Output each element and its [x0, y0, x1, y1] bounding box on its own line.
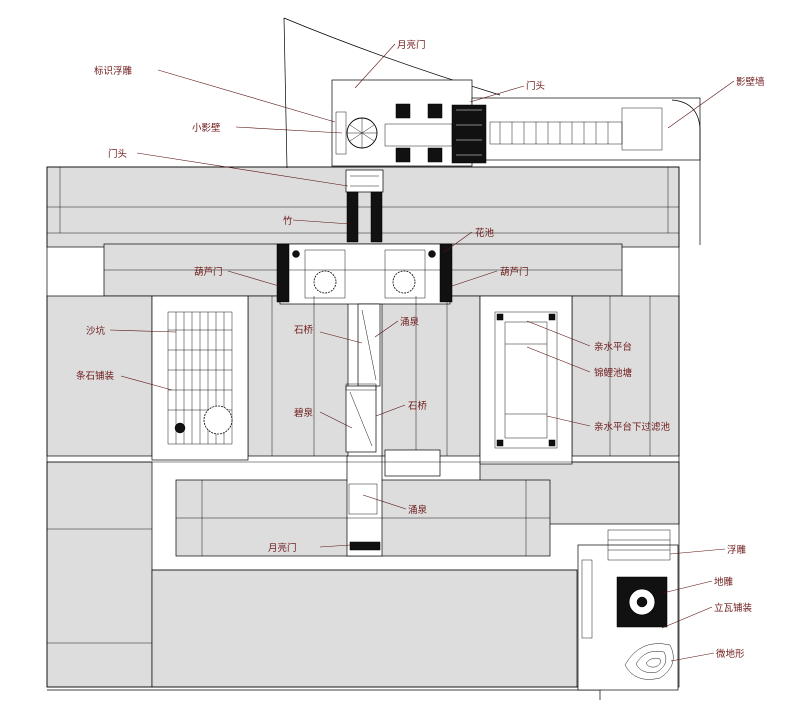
koi-pond [494, 311, 558, 449]
tree-pit [395, 103, 411, 119]
plaza-east [571, 295, 680, 457]
relief-wall [607, 529, 671, 561]
site-boundary [46, 166, 680, 688]
water-channel [345, 303, 441, 551]
label-gourd-gate-right: 葫芦门 [500, 266, 529, 278]
gourd-gate-right-block [439, 243, 453, 303]
label-sign-relief: 标识浮雕 [94, 65, 133, 77]
moon-gate-bottom-block [349, 541, 381, 551]
spring-basin [348, 483, 378, 515]
label-spring-gush-lower: 涌泉 [408, 504, 428, 516]
flower-bed-east [384, 249, 426, 299]
flower-bed-west [304, 249, 346, 299]
north-entrance [283, 17, 701, 245]
label-platform-filter-pool: 亲水平台下过滤池 [594, 421, 671, 433]
central-axis [276, 169, 453, 303]
center-court [279, 243, 451, 305]
shrub [313, 270, 337, 294]
tree-pit [395, 147, 411, 163]
leader-lines [109, 43, 735, 662]
koi-area [479, 295, 573, 465]
tree-pit [427, 103, 443, 119]
label-stone-bridge-lower: 石桥 [408, 400, 428, 412]
southeast-feature [577, 529, 679, 691]
label-screen-wall: 影壁墙 [736, 76, 765, 88]
label-waterside-platform: 亲水平台 [594, 341, 632, 353]
plaza-center-east [381, 295, 481, 457]
axis-walk [384, 123, 453, 147]
screen-wall-corridor [471, 97, 701, 161]
tree-pit [427, 147, 443, 163]
micro-terrain-contours [624, 643, 674, 680]
sandpit-grid [167, 311, 233, 445]
label-gate-head-top: 门头 [526, 80, 545, 92]
label-bamboo: 竹 [283, 215, 293, 227]
bamboo-grove [346, 191, 359, 243]
label-strip-stone-paving: 条石铺装 [76, 370, 115, 382]
label-upright-tile-paving: 立瓦铺装 [714, 602, 753, 614]
label-sand-pit: 沙坑 [86, 325, 106, 337]
label-spring-gush-upper: 涌泉 [400, 316, 420, 328]
gate-head-pavilion [451, 104, 487, 164]
label-flower-bed: 花池 [475, 227, 495, 239]
label-koi-pond: 锦鲤池塘 [594, 367, 633, 379]
label-gourd-gate-left: 葫芦门 [194, 266, 223, 278]
label-moon-gate-top: 月亮门 [397, 39, 426, 51]
plaza-south [151, 569, 578, 688]
label-floor-carving: 地雕 [714, 576, 734, 588]
sign-relief-block [335, 111, 347, 155]
tree [203, 405, 233, 435]
label-gate-head-mid: 门头 [108, 148, 127, 160]
gourd-gate-left-block [276, 243, 290, 303]
shrub [174, 422, 186, 434]
plaza-west-inner [247, 295, 349, 457]
label-jade-spring: 碧泉 [294, 407, 314, 419]
south-walk [346, 455, 383, 557]
tile-strip [581, 559, 593, 639]
plaza-southwest [46, 461, 153, 688]
label-small-screen: 小影壁 [192, 122, 221, 134]
outline-lines [46, 166, 680, 700]
gate-head-mid [345, 169, 384, 193]
flower [292, 250, 300, 258]
label-micro-terrain: 微地形 [716, 648, 745, 660]
plaza-west [46, 295, 153, 457]
shrub [392, 270, 416, 294]
flower [428, 250, 436, 258]
bamboo-grove [370, 191, 383, 243]
label-relief: 浮雕 [727, 544, 747, 556]
label-stone-bridge-upper: 石桥 [294, 324, 314, 336]
labels: 月亮门 标识浮雕 门头 影壁墙 小影壁 门头 竹 花池 葫芦门 葫芦门 沙坑 涌… [76, 39, 765, 660]
terrace [384, 449, 441, 477]
bridge-plank [345, 383, 377, 391]
screen-wall-end [621, 107, 663, 151]
label-moon-gate-bottom: 月亮门 [268, 542, 297, 554]
